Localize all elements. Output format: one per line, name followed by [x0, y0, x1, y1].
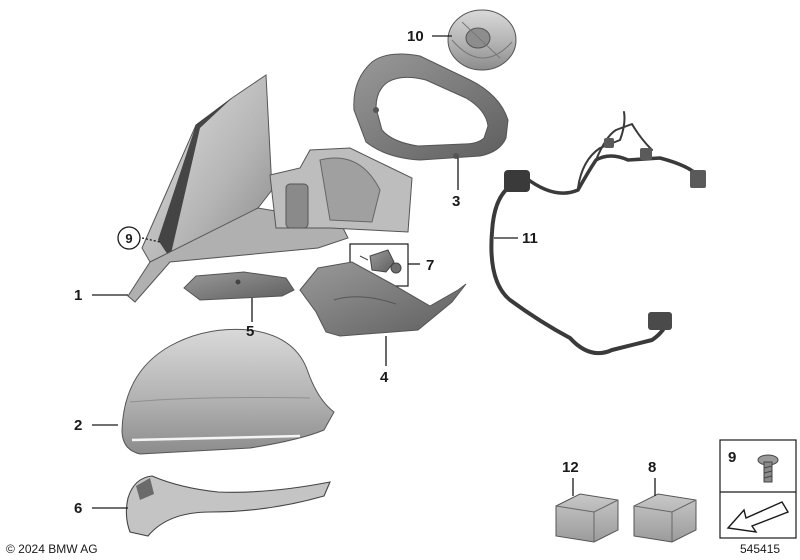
part-12-box [555, 493, 619, 543]
part-10-mirror-motor [447, 9, 517, 71]
label-12: 12 [562, 459, 579, 476]
part-3-mirror-frame [353, 53, 509, 161]
arrow-icon [726, 501, 790, 533]
copyright-text: © 2024 BMW AG [6, 542, 98, 556]
part-4-lower-trim [299, 261, 467, 337]
part-11-wiring-harness [489, 111, 706, 355]
part-2-mirror-cap [121, 328, 335, 455]
part-5-bracket [183, 271, 295, 301]
label-9-circle-text: 9 [125, 231, 132, 246]
label-3: 3 [452, 193, 460, 210]
label-1: 1 [74, 287, 82, 304]
label-2: 2 [74, 417, 82, 434]
leader-lines [92, 35, 656, 509]
part-6-turn-signal [125, 475, 331, 537]
label-6: 6 [74, 500, 82, 517]
label-9-circle: 9 [117, 226, 141, 250]
label-10: 10 [407, 28, 424, 45]
label-7: 7 [426, 257, 434, 274]
screw-icon [757, 454, 779, 483]
label-11: 11 [522, 230, 538, 247]
part-1-outside-mirror [127, 74, 413, 303]
label-8: 8 [648, 459, 656, 476]
label-9-box: 9 [728, 449, 736, 466]
label-5: 5 [246, 323, 254, 340]
diagram-number: 545415 [740, 542, 780, 556]
part-8-box [633, 493, 697, 543]
part-9-screw-box [719, 439, 797, 539]
label-4: 4 [380, 369, 389, 386]
